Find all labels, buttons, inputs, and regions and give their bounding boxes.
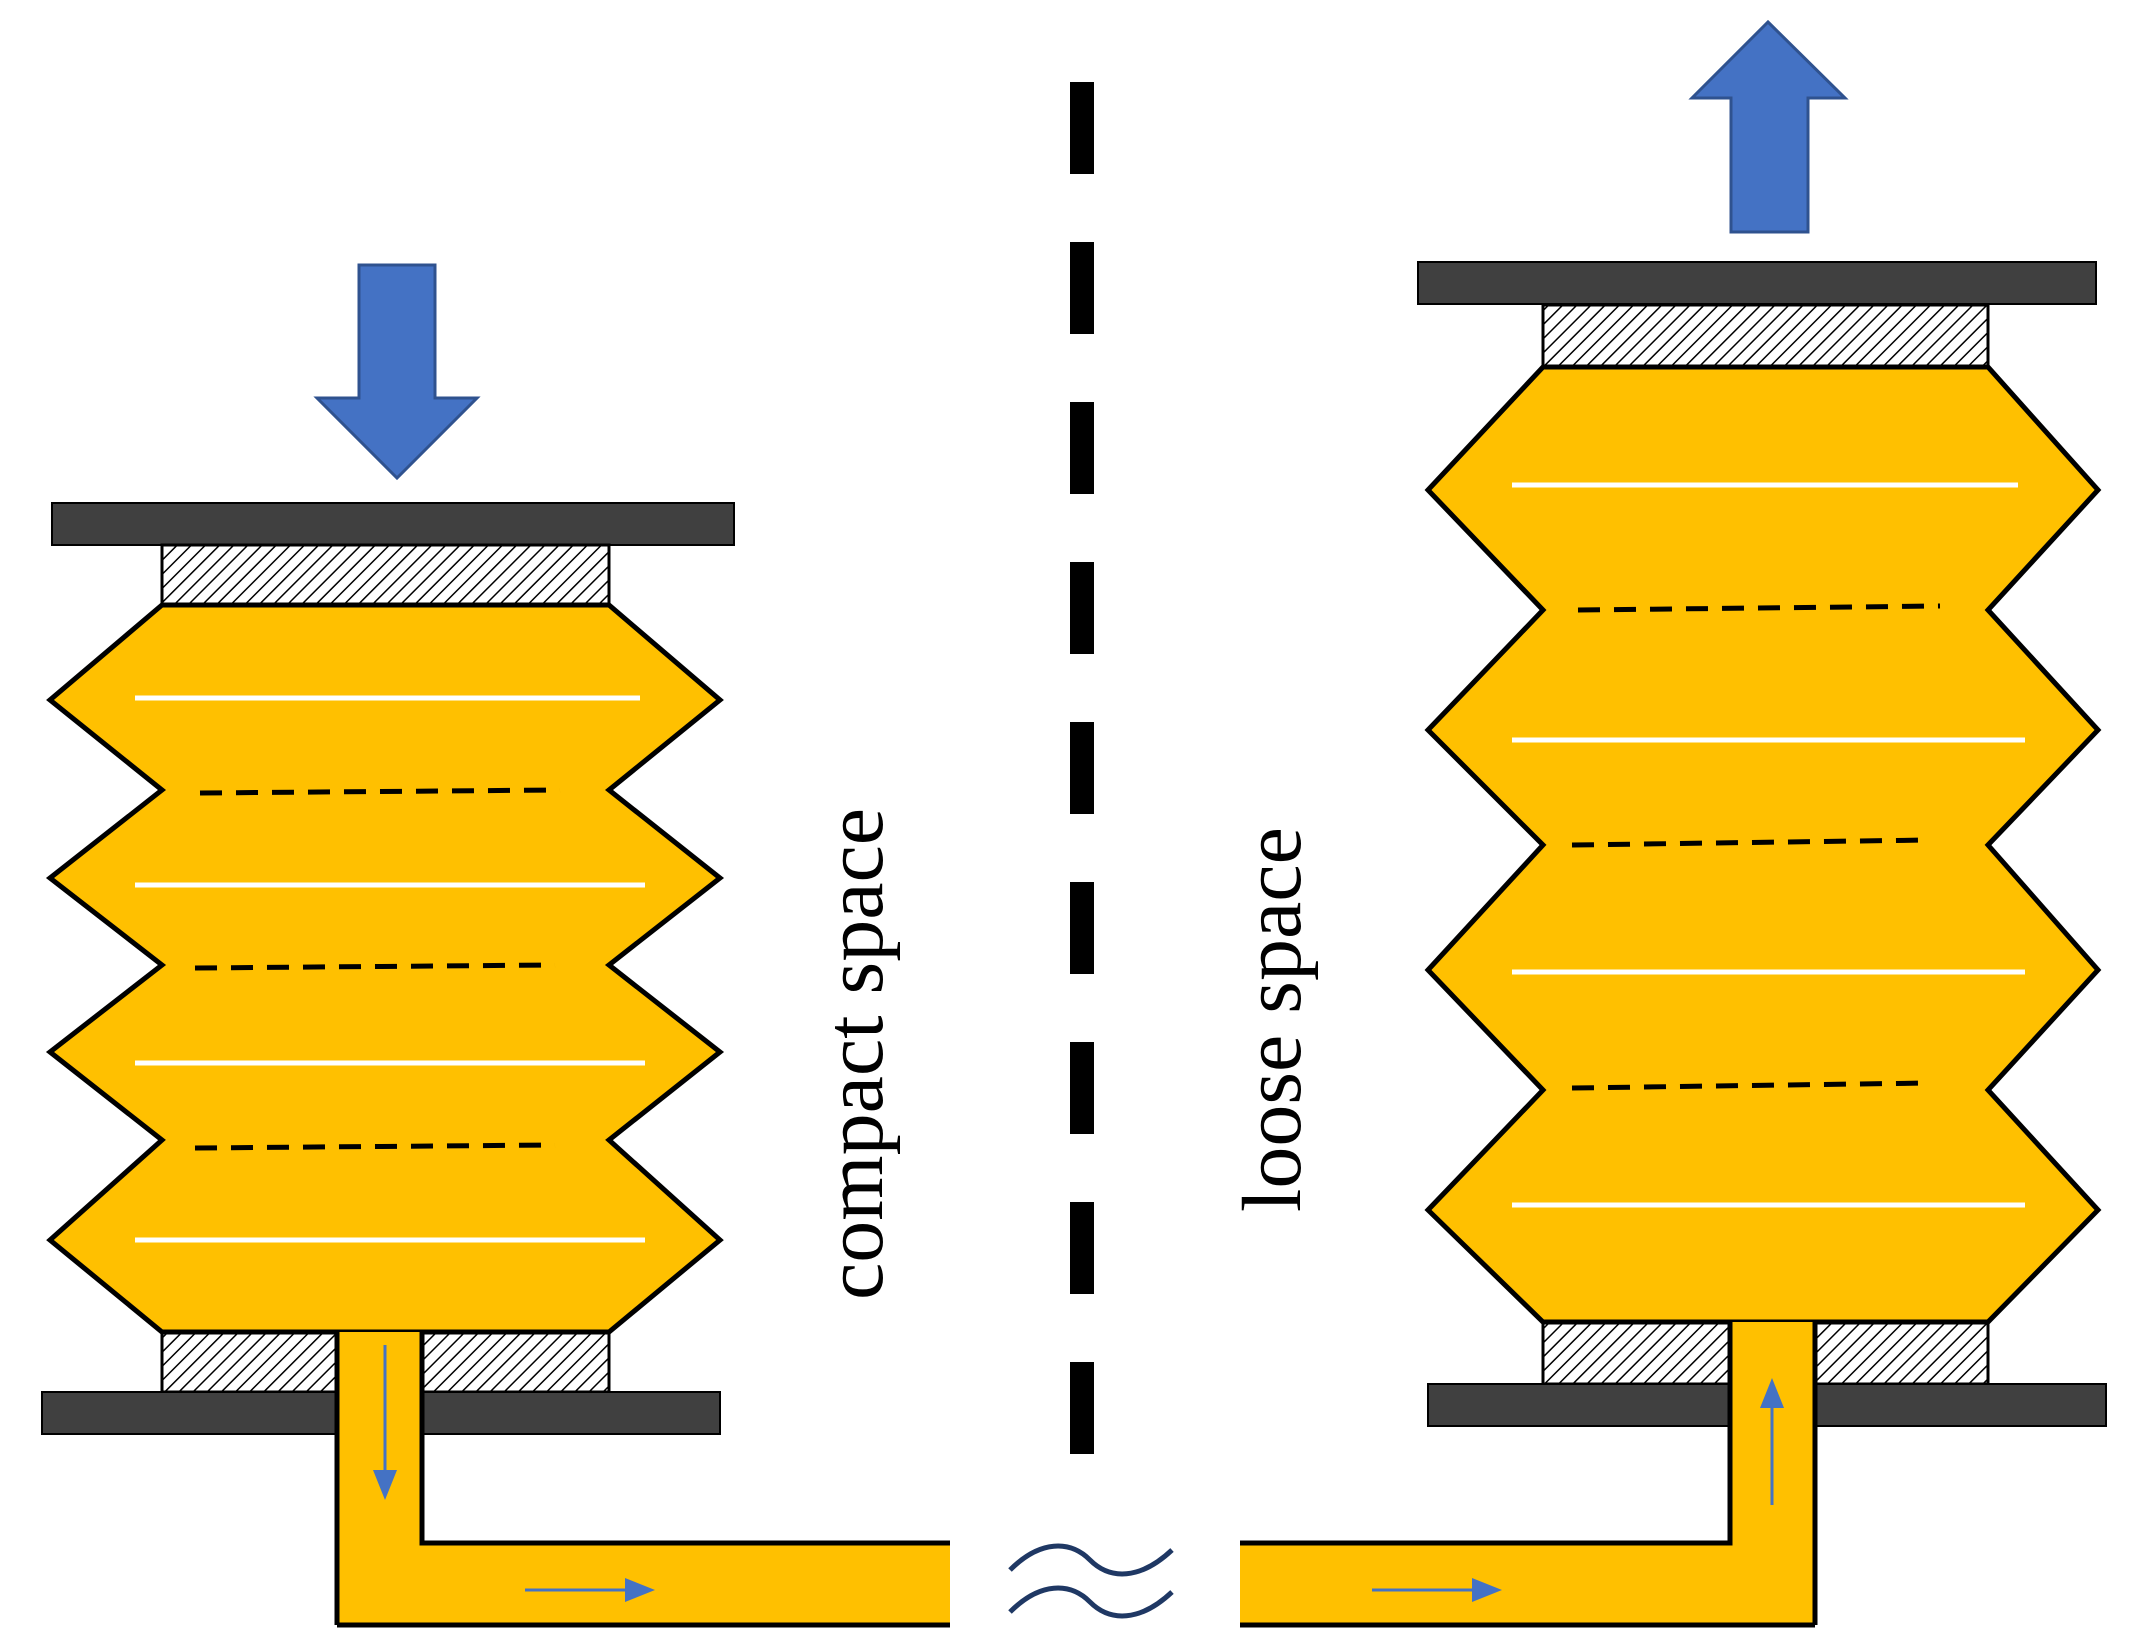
compact-space-label: compact space <box>808 808 901 1300</box>
expanded-bellows-unit <box>1240 19 2107 1628</box>
compressed-bellows-unit <box>41 263 950 1628</box>
bottom-pad-right <box>1813 1320 1990 1386</box>
bottom-pad-right <box>420 1330 611 1394</box>
flow-arrow-right <box>525 1578 655 1602</box>
fold-lines <box>1512 482 2025 1208</box>
arrow-up-icon <box>1688 19 1849 234</box>
fold-lines <box>135 695 645 1243</box>
flow-arrow-down <box>373 1345 397 1500</box>
top-pad <box>1541 303 1990 369</box>
inlet-pipe <box>1240 1322 1815 1625</box>
outlet-pipe <box>337 1332 950 1625</box>
top-pad <box>160 543 611 607</box>
bottom-pad-left <box>160 1330 339 1394</box>
bottom-pad-left <box>1541 1320 1732 1386</box>
loose-space-label: loose space <box>1226 827 1319 1212</box>
top-plate <box>1417 261 2097 305</box>
break-wave-icon <box>1008 1543 1174 1619</box>
flow-arrow-right <box>1372 1578 1502 1602</box>
arrow-down-icon <box>313 263 481 481</box>
top-plate <box>51 502 735 546</box>
flow-arrow-up <box>1760 1378 1784 1505</box>
